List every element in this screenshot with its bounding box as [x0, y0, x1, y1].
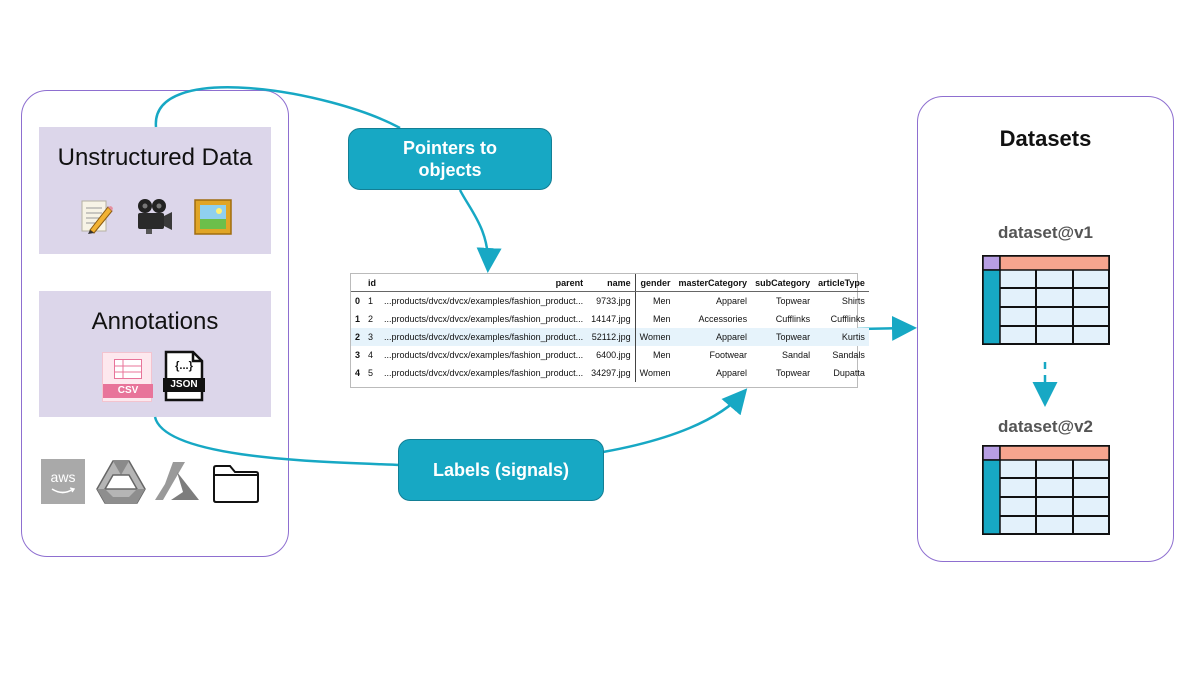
column-header: gender: [634, 274, 675, 292]
folder-icon: [213, 465, 259, 503]
annotations-to-labels-line: [153, 416, 401, 467]
aws-label: aws: [50, 469, 76, 485]
unstructured-data-title: Unstructured Data: [57, 144, 253, 171]
csv-file-icon: CSV: [102, 352, 153, 402]
annotations-title: Annotations: [91, 308, 219, 335]
azure-icon: [155, 462, 199, 500]
annotations-box: Annotations: [39, 291, 271, 417]
table-cell: Sandals: [832, 350, 865, 360]
table-cell: 1: [368, 296, 374, 306]
json-label: JSON: [170, 379, 198, 390]
datasets-panel: [917, 96, 1174, 562]
google-drive-icon: [96, 460, 146, 504]
table-cell: Apparel: [674, 328, 752, 346]
table-cell: 2: [368, 314, 374, 324]
table-cell: 52112.jpg: [587, 328, 636, 346]
json-braces: {...}: [175, 360, 193, 372]
table-cell: 1: [355, 314, 361, 324]
column-header: id: [364, 274, 381, 292]
table-cell: Women: [634, 328, 675, 346]
pointers-callout: Pointers to objects: [348, 128, 552, 190]
datasets-title: Datasets: [999, 126, 1092, 151]
table-cell: Men: [634, 291, 675, 310]
memo-pencil-icon: [81, 200, 113, 234]
table-cell: 3: [364, 328, 381, 346]
table-cell: Topwear: [776, 296, 811, 306]
table-cell: 4: [368, 350, 374, 360]
table-cell: Dupatta: [833, 368, 865, 378]
dataframe-table: id parent name gender masterCategory sub…: [350, 273, 869, 388]
dataset-v2-label: dataset@v2: [997, 417, 1093, 436]
column-header: parent: [380, 274, 588, 292]
unstructured-data-box: Unstructured Data: [39, 127, 271, 254]
column-header: articleType: [814, 274, 869, 292]
table-cell: Topwear: [776, 368, 811, 378]
table-cell: Accessories: [698, 314, 748, 324]
sources-panel: [21, 90, 289, 557]
table-cell: 3: [355, 350, 361, 360]
table-cell: 34297.jpg: [591, 368, 631, 378]
table-cell: Topwear: [751, 328, 815, 346]
dataset-v1-label: dataset@v1: [997, 223, 1093, 242]
movie-camera-icon: [138, 199, 172, 234]
table-cell: ...products/dvcx/dvcx/examples/fashion_p…: [384, 350, 584, 360]
table-cell: ...products/dvcx/dvcx/examples/fashion_p…: [384, 368, 584, 378]
pointers-to-table-arrow: [458, 189, 502, 273]
table-cell: ...products/dvcx/dvcx/examples/fashion_p…: [380, 328, 588, 346]
table-cell: Shirts: [841, 296, 865, 306]
table-cell: Men: [634, 346, 675, 364]
dataframe: id parent name gender masterCategory sub…: [351, 274, 869, 382]
column-header: name: [587, 274, 636, 292]
csv-grid-icon: [114, 359, 142, 379]
dataset-v2-table-icon: [982, 445, 1110, 535]
dataset-v1-table-icon: [982, 255, 1110, 345]
table-cell: Cufflinks: [830, 314, 865, 324]
framed-picture-icon: [194, 199, 232, 235]
table-cell: ...products/dvcx/dvcx/examples/fashion_p…: [384, 314, 584, 324]
table-cell: ...products/dvcx/dvcx/examples/fashion_p…: [384, 296, 584, 306]
aws-icon: aws: [41, 459, 85, 504]
csv-label: CSV: [103, 384, 153, 398]
labels-callout: Labels (signals): [398, 439, 604, 501]
table-cell: Sandal: [782, 350, 811, 360]
table-cell: Footwear: [709, 350, 748, 360]
table-cell: Men: [634, 310, 675, 328]
table-cell: 6400.jpg: [596, 350, 631, 360]
table-header-row: id parent name gender masterCategory sub…: [351, 274, 869, 292]
column-header: [351, 274, 365, 292]
column-header: masterCategory: [674, 274, 752, 292]
table-cell: Cufflinks: [775, 314, 811, 324]
table-cell: 0: [355, 296, 361, 306]
json-file-icon: {...} JSON: [163, 350, 205, 402]
table-cell: 5: [368, 368, 374, 378]
column-header: subCategory: [751, 274, 815, 292]
table-cell: 2: [351, 328, 365, 346]
table-cell: Apparel: [716, 296, 748, 306]
table-cell: 14147.jpg: [591, 314, 631, 324]
table-cell: 4: [355, 368, 361, 378]
unstructured-to-pointers-line: [154, 86, 401, 130]
table-cell: Kurtis: [814, 328, 869, 346]
table-cell: Apparel: [716, 368, 748, 378]
table-cell: Women: [634, 364, 675, 382]
table-cell: 9733.jpg: [596, 296, 631, 306]
labels-to-table-arrow: [602, 388, 748, 454]
